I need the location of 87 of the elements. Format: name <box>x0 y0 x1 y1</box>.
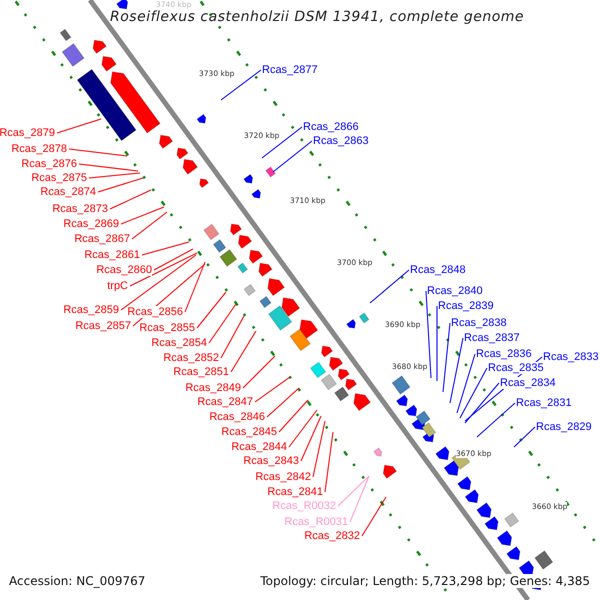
gene-label: Rcas_2832 <box>304 530 360 542</box>
gene-label: Rcas_2835 <box>488 362 544 374</box>
leader-line <box>442 322 450 392</box>
leader-line <box>456 354 476 414</box>
leader-line <box>184 262 206 312</box>
leader-line <box>56 118 102 134</box>
leader-line <box>130 252 198 286</box>
gene-label: Rcas_2867 <box>74 233 130 245</box>
leader-line <box>120 254 196 310</box>
gene-label: Rcas_2847 <box>197 396 253 408</box>
gene-label: Rcas_2845 <box>221 426 277 438</box>
gene-label: Rcas_R0031 <box>284 516 348 528</box>
leader-line <box>230 330 256 372</box>
leader-line <box>436 306 438 382</box>
leader-line <box>120 206 164 224</box>
footer-text: Topology: circular; Length: 5,723,298 bp; Genes: 4,385 <box>260 574 590 588</box>
leader-line <box>426 290 432 378</box>
leader-line <box>476 402 516 438</box>
leader-line <box>78 164 138 172</box>
leader-line <box>370 270 410 304</box>
gene-label: Rcas_2840 <box>427 285 483 297</box>
gene-label: Rcas_2849 <box>185 382 241 394</box>
gene-label: Rcas_2877 <box>262 64 318 76</box>
leader-line <box>300 416 322 462</box>
leader-line <box>242 356 276 388</box>
leader-line <box>514 426 536 448</box>
leader-line <box>460 368 488 418</box>
leader-line <box>278 400 308 432</box>
leader-line <box>464 382 500 424</box>
gene-label: Rcas_2848 <box>410 264 466 276</box>
leader-line <box>98 178 144 192</box>
leader-line <box>254 376 290 402</box>
gene-label: Rcas_2863 <box>313 135 369 147</box>
gene-label: Rcas_2833 <box>543 351 599 363</box>
leader-line <box>324 432 334 492</box>
gene-label: Rcas_2851 <box>173 366 229 378</box>
leader-line <box>88 172 140 178</box>
gene-label: Rcas_2837 <box>464 332 520 344</box>
gene-label: Rcas_2831 <box>516 397 572 409</box>
leader-line <box>208 304 236 344</box>
gene-label: Rcas_2874 <box>40 186 96 198</box>
leader-line <box>362 496 386 536</box>
leader-line <box>266 388 300 418</box>
gene-label: Rcas_2856 <box>127 306 183 318</box>
gene-label: Rcas_2842 <box>255 471 311 483</box>
gene-label: Rcas_2855 <box>139 322 195 334</box>
gene-label: Rcas_2836 <box>476 348 532 360</box>
gene-label: Rcas_2852 <box>163 352 219 364</box>
gene-label: Rcas_2861 <box>84 249 140 261</box>
leader-line <box>132 212 168 240</box>
gene-label: Rcas_2854 <box>151 337 207 349</box>
leader-line <box>350 476 370 522</box>
gene-label: Rcas_2876 <box>21 158 77 170</box>
gene-label: Rcas_2844 <box>231 441 287 453</box>
gene-label: Rcas_2873 <box>52 203 108 215</box>
gene-label: Rcas_2879 <box>0 127 55 139</box>
leader-line <box>450 338 464 404</box>
leader-line <box>288 410 318 448</box>
leader-line <box>68 148 128 156</box>
leader-line <box>220 70 262 100</box>
gene-label: Rcas_2875 <box>31 172 87 184</box>
leader-line <box>142 242 190 256</box>
gene-label: Rcas_2834 <box>500 377 556 389</box>
leader-line <box>262 126 302 158</box>
gene-label: Rcas_2869 <box>63 218 119 230</box>
title: Roseiflexus castenholzii DSM 13941, complete genome <box>110 9 524 25</box>
gene-label: Rcas_2859 <box>63 304 119 316</box>
gene-label: Rcas_2841 <box>267 486 323 498</box>
gene-label: Rcas_R0032 <box>272 500 336 512</box>
gene-label: Rcas_2838 <box>451 317 507 329</box>
gene-label: Rcas_2839 <box>438 300 494 312</box>
gene-label: Rcas_2846 <box>209 411 265 423</box>
leader-line <box>196 292 226 328</box>
leader-line <box>312 420 326 478</box>
gene-label: Rcas_2860 <box>96 264 152 276</box>
footer-text: Accession: NC_009767 <box>9 574 146 588</box>
gene-label: Rcas_2866 <box>303 121 359 133</box>
leader-line <box>338 476 370 506</box>
gene-label: Rcas_2843 <box>243 455 299 467</box>
gene-label: trpC <box>107 280 128 292</box>
gene-label: Rcas_2829 <box>536 421 592 433</box>
leader-line <box>154 248 194 270</box>
gene-label: Rcas_2878 <box>11 143 67 155</box>
leader-line <box>220 316 244 358</box>
leader-line <box>272 140 312 172</box>
leader-line <box>110 190 152 210</box>
gene-label: Rcas_2857 <box>75 320 131 332</box>
